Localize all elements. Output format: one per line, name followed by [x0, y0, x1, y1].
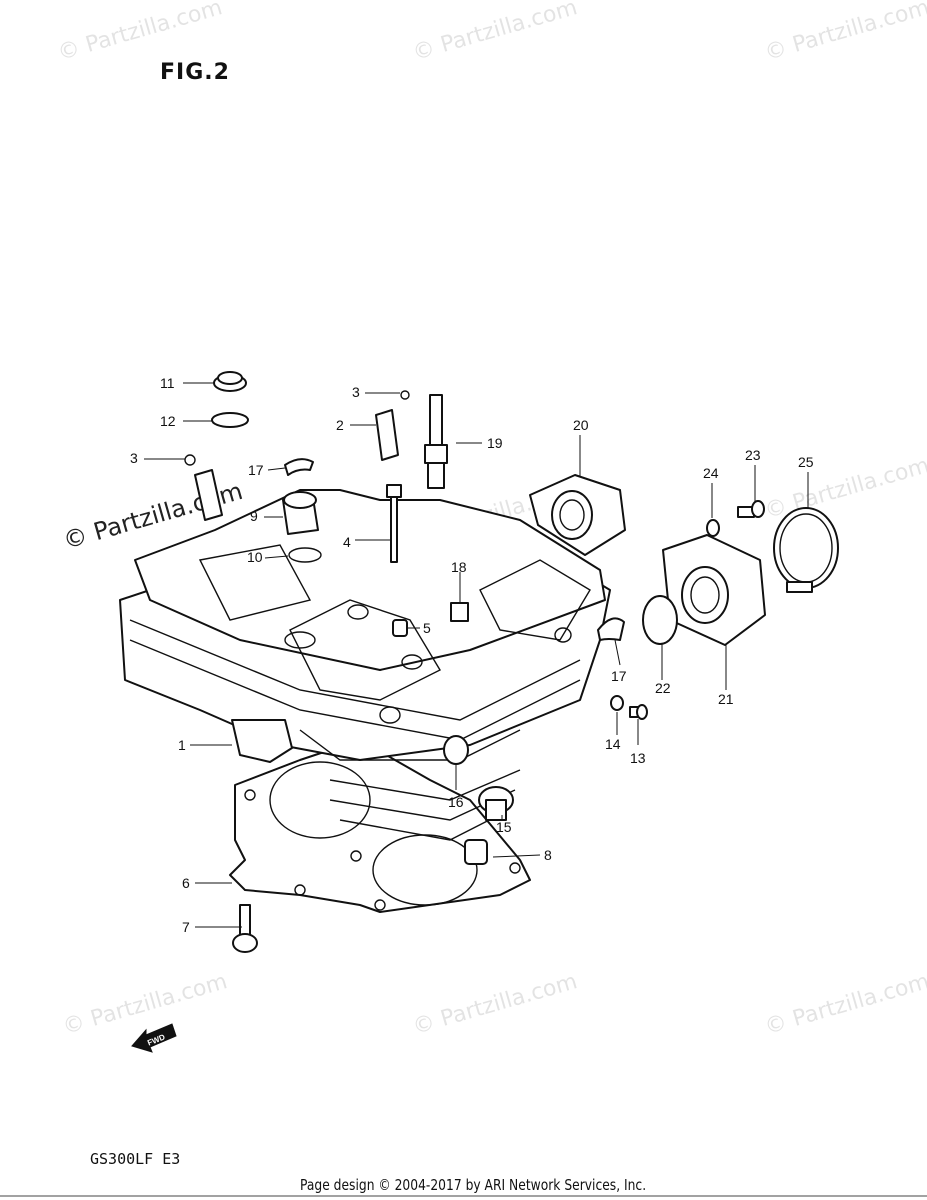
stud-bolt	[386, 484, 402, 563]
callout-22: 22	[655, 680, 671, 696]
callout-9: 9	[250, 508, 258, 524]
intake-pipe-20	[529, 474, 626, 556]
callout-24: 24	[703, 465, 719, 481]
callout-10: 10	[247, 549, 263, 565]
callout-21: 21	[718, 691, 734, 707]
footer-copyright: Page design © 2004-2017 by ARI Network S…	[300, 1176, 647, 1194]
callout-16: 16	[448, 794, 464, 810]
callout-7: 7	[182, 919, 190, 935]
drain-plug	[443, 735, 514, 821]
washer-24	[706, 519, 720, 537]
callout-8: 8	[544, 847, 552, 863]
cap-nut	[282, 491, 322, 563]
flange-nut	[211, 371, 249, 428]
callout-13: 13	[630, 750, 646, 766]
washer-14	[610, 695, 624, 711]
clamp	[773, 507, 839, 593]
callout-17: 17	[611, 668, 627, 684]
callout-6: 6	[182, 875, 190, 891]
spark-plug	[424, 394, 448, 489]
callout-3: 3	[352, 384, 360, 400]
circlip	[184, 390, 410, 466]
callout-18: 18	[451, 559, 467, 575]
callout-14: 14	[605, 736, 621, 752]
o-ring	[642, 595, 678, 645]
model-code: GS300LF E3	[90, 1150, 181, 1168]
callout-1: 1	[178, 737, 186, 753]
callout-4: 4	[343, 534, 351, 550]
cap	[450, 602, 469, 622]
callout-11: 11	[160, 375, 175, 391]
valve-guide	[194, 409, 399, 521]
callout-20: 20	[573, 417, 589, 433]
rubber-plug	[284, 458, 625, 641]
cylinder-head	[119, 489, 611, 841]
callout-12: 12	[160, 413, 176, 429]
callout-3: 3	[130, 450, 138, 466]
callout-25: 25	[798, 454, 814, 470]
intake-pipe-21	[662, 534, 766, 646]
callout-23: 23	[745, 447, 761, 463]
callout-2: 2	[336, 417, 344, 433]
screw-23	[737, 500, 765, 518]
screw-13	[629, 704, 648, 720]
callout-5: 5	[423, 620, 431, 636]
callout-19: 19	[487, 435, 503, 451]
callout-15: 15	[496, 819, 512, 835]
bolt-7	[232, 904, 258, 953]
dowel-pin	[392, 619, 488, 865]
leader-lines	[144, 382, 809, 928]
figure-title: FIG.2	[160, 60, 230, 85]
forward-arrow-icon: FWD	[131, 1023, 177, 1053]
callout-17: 17	[248, 462, 264, 478]
head-gasket	[229, 739, 531, 913]
